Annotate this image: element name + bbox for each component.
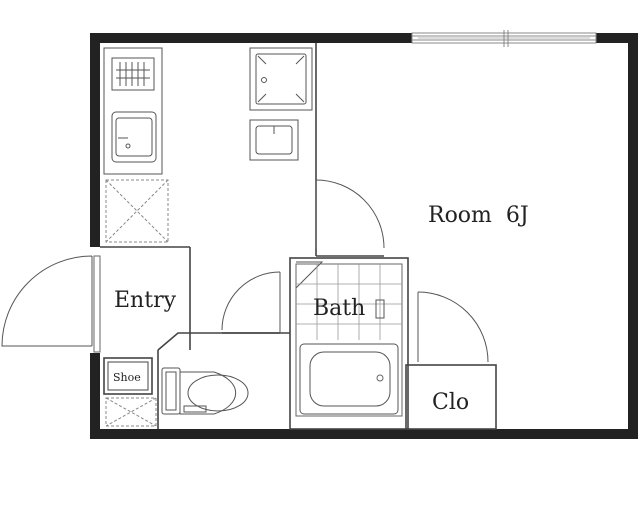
wall-right [628,33,638,439]
wall-left-lower [90,353,100,439]
fridge-space [105,179,169,243]
closet-door [417,291,489,363]
bath-label: Bath [313,296,365,321]
shoe-space [105,397,157,427]
kitchen-sink-icon [111,111,157,163]
room-door [315,179,385,249]
closet-label: Clo [432,390,469,415]
window-top [411,30,597,47]
bath-interior [295,263,403,417]
shoe-cabinet [103,357,153,395]
shoe-label: Shoe [113,371,141,384]
bathtub-icon [299,343,399,415]
shower-faucet-icon [375,299,385,319]
entry-door [1,255,101,353]
stove-icon [111,57,155,91]
outer-walls [90,33,638,439]
toilet-door [221,271,281,333]
wall-left-upper [90,33,100,247]
toilet-icon [161,367,249,415]
interior-walls [100,43,497,430]
wall-top-right [596,33,638,43]
room-label: Room 6J [428,203,529,228]
kitchen-counter [103,47,163,175]
entry-label: Entry [114,288,177,313]
washbasin-icon [249,119,299,161]
bath-door [295,261,324,289]
washer-pan-icon [249,47,313,111]
wall-bottom [90,429,638,439]
wall-top-left [90,33,412,43]
